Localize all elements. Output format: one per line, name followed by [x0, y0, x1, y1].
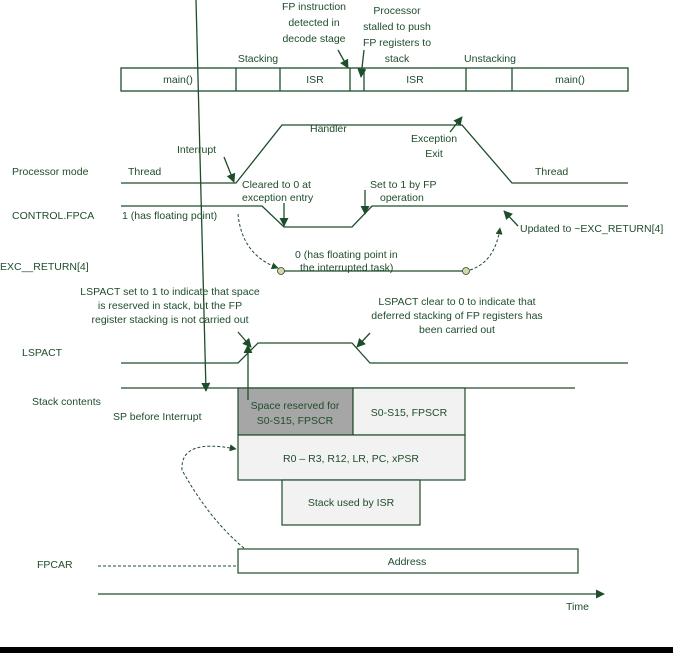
- sp-label: SP before Interrupt: [113, 411, 202, 423]
- fp-registers-text: S0-S15, FPSCR: [371, 407, 448, 419]
- stalled-note: stack: [385, 53, 410, 65]
- thread-label: Thread: [128, 166, 161, 178]
- lspact-clear-note: LSPACT clear to 0 to indicate that: [378, 296, 535, 308]
- updated-note: Updated to ~EXC_RETURN[4]: [520, 223, 663, 235]
- lspact-signal: LSPACT LSPACT set to 1 to indicate that …: [22, 286, 628, 364]
- exc-return-signal: EXC__RETURN[4] 0 (has floating point in …: [0, 213, 503, 275]
- bottom-border: [0, 647, 673, 653]
- set-note: Set to 1 by FP: [370, 179, 437, 191]
- dashed-arrow-icon: [181, 444, 261, 561]
- dashed-arrow-icon: [237, 213, 279, 270]
- arrow-icon: [195, 0, 211, 392]
- exception-exit-label: Exception: [411, 133, 457, 145]
- lspact-clear-note: deferred stacking of FP registers has: [371, 310, 542, 322]
- fpca-signal: CONTROL.FPCA 1 (has floating point) Clea…: [12, 179, 663, 235]
- reserved-space-box: [237, 387, 354, 436]
- fpcar-label: FPCAR: [37, 559, 73, 571]
- isr-stack-box: [281, 479, 421, 526]
- fpca-label: CONTROL.FPCA: [12, 210, 94, 222]
- arrow-icon: [223, 156, 236, 183]
- stacking-label: Stacking: [238, 53, 278, 65]
- segment-isr: ISR: [306, 74, 324, 86]
- lspact-clear-note: been carried out: [419, 324, 495, 336]
- arrow-icon: [237, 331, 252, 348]
- segment-main: main(): [163, 74, 193, 86]
- arrow-icon: [337, 49, 349, 69]
- arrow-icon: [503, 210, 519, 227]
- arrow-icon: [449, 116, 463, 133]
- fp-detected-note: FP instruction: [282, 1, 346, 13]
- set-note: operation: [380, 192, 424, 204]
- cleared-note: exception entry: [242, 192, 314, 204]
- isr-stack-text: Stack used by ISR: [308, 497, 395, 509]
- exc-return-value: 0 (has floating point in: [295, 249, 398, 261]
- lspact-set-note: is reserved in stack, but the FP: [98, 300, 242, 312]
- core-registers-box: [237, 434, 466, 481]
- fp-registers-box: [352, 387, 466, 436]
- stack-contents-label: Stack contents: [32, 396, 101, 408]
- lspact-set-note: LSPACT set to 1 to indicate that space: [80, 286, 260, 298]
- segment-main: main(): [555, 74, 585, 86]
- arrow-icon: [356, 332, 371, 348]
- handler-label: Handler: [310, 123, 347, 135]
- exc-return-value: the interrupted task): [300, 262, 393, 274]
- stalled-note: FP registers to: [363, 37, 431, 49]
- processor-mode-label: Processor mode: [12, 166, 89, 178]
- exc-return-label: EXC__RETURN[4]: [0, 261, 89, 273]
- reserved-space-text: S0-S15, FPSCR: [257, 415, 334, 427]
- reserved-space-text: Space reserved for: [251, 400, 340, 412]
- fp-detected-note: detected in: [288, 17, 340, 29]
- timeline-bar: [120, 67, 629, 92]
- execution-timeline: main() ISR ISR main() Stacking Unstackin…: [120, 1, 629, 92]
- exception-exit-label: Exit: [425, 148, 443, 160]
- dashed-arrow-icon: [469, 227, 503, 271]
- stalled-note: stalled to push: [363, 21, 431, 33]
- cleared-note: Cleared to 0 at: [242, 179, 311, 191]
- lspact-label: LSPACT: [22, 347, 63, 359]
- time-label: Time: [566, 601, 589, 613]
- core-registers-text: R0 – R3, R12, LR, PC, xPSR: [283, 453, 419, 465]
- address-text: Address: [388, 556, 427, 568]
- fpcar-signal: FPCAR Address: [37, 548, 579, 574]
- segment-isr: ISR: [406, 74, 424, 86]
- interrupt-label: Interrupt: [177, 144, 216, 156]
- dot-marker: [462, 267, 470, 275]
- thread-label: Thread: [535, 166, 568, 178]
- unstacking-label: Unstacking: [464, 53, 516, 65]
- processor-mode-signal: Processor mode Thread Interrupt Handler …: [12, 116, 628, 184]
- fp-detected-note: decode stage: [282, 33, 345, 45]
- lspact-set-note: register stacking is not carried out: [92, 314, 249, 326]
- arrow-icon: [357, 49, 367, 78]
- fpca-value: 1 (has floating point): [122, 210, 217, 222]
- address-box: [237, 548, 579, 574]
- dot-marker: [277, 267, 285, 275]
- stalled-note: Processor: [373, 5, 421, 17]
- stack-contents: Stack contents SP before Interrupt Space…: [32, 0, 575, 561]
